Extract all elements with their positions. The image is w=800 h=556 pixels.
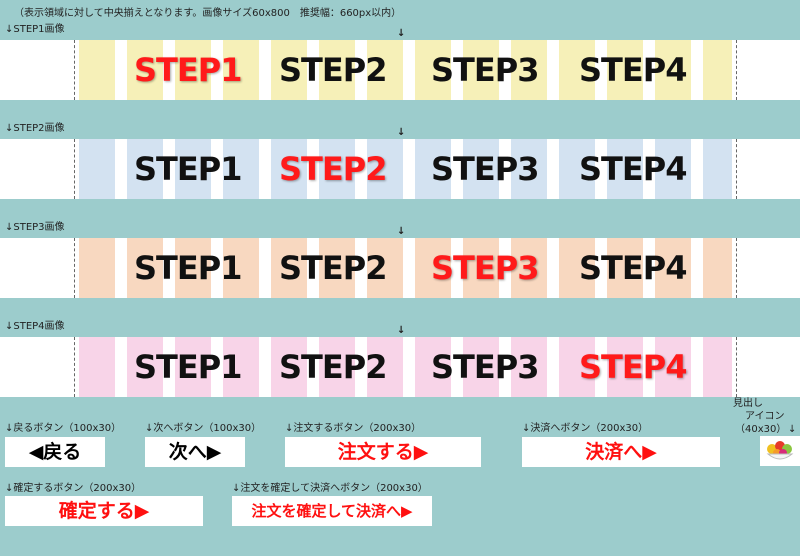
step-image-label: ↓STEP2画像 bbox=[5, 123, 65, 134]
step-image-band: STEP1 STEP2 STEP3 STEP4 bbox=[0, 139, 800, 199]
step-label-3: STEP3 bbox=[431, 51, 539, 89]
confirm-button-note: ↓確定するボタン（200x30） bbox=[5, 483, 142, 494]
step-label-4: STEP4 bbox=[579, 51, 687, 89]
back-button-note: ↓戻るボタン（100x30） bbox=[5, 423, 122, 434]
center-arrow: ↓ bbox=[397, 325, 406, 336]
guide-line bbox=[736, 238, 737, 298]
settle-button[interactable]: 決済へ▶ bbox=[522, 437, 720, 467]
step-label-1: STEP1 bbox=[134, 249, 242, 287]
center-arrow: ↓ bbox=[397, 127, 406, 138]
step-image-label: ↓STEP3画像 bbox=[5, 222, 65, 233]
step-label-1: STEP1 bbox=[134, 348, 242, 386]
heading-icon-note-1: 見出し bbox=[733, 398, 763, 409]
step-label-3: STEP3 bbox=[431, 348, 539, 386]
heading-icon bbox=[760, 436, 800, 466]
confirm-button[interactable]: 確定する▶ bbox=[5, 496, 203, 526]
step-label-2: STEP2 bbox=[279, 51, 387, 89]
step-image-band: STEP1 STEP2 STEP3 STEP4 bbox=[0, 238, 800, 298]
step-label-1: STEP1 bbox=[134, 51, 242, 89]
settle-button-note: ↓決済へボタン（200x30） bbox=[522, 423, 649, 434]
guide-line bbox=[74, 40, 75, 100]
heading-icon-arrow: ↓ bbox=[788, 424, 797, 435]
guide-line bbox=[736, 337, 737, 397]
step-label-3: STEP3 bbox=[431, 150, 539, 188]
next-button-note: ↓次へボタン（100x30） bbox=[145, 423, 262, 434]
step-label-2: STEP2 bbox=[279, 249, 387, 287]
step-label-1: STEP1 bbox=[134, 150, 242, 188]
step-label-3: STEP3 bbox=[431, 249, 539, 287]
guide-line bbox=[74, 337, 75, 397]
guide-line bbox=[74, 139, 75, 199]
heading-icon-note-3: （40x30） bbox=[735, 424, 787, 435]
confirm-settle-button[interactable]: 注文を確定して決済へ▶ bbox=[232, 496, 432, 526]
step-image-strip: STEP1 STEP2 STEP3 STEP4 bbox=[79, 40, 732, 100]
step-image-strip: STEP1 STEP2 STEP3 STEP4 bbox=[79, 337, 732, 397]
order-button-note: ↓注文するボタン（200x30） bbox=[285, 423, 422, 434]
guide-line bbox=[736, 40, 737, 100]
fruit-bowl-icon bbox=[766, 441, 794, 460]
guide-line bbox=[736, 139, 737, 199]
step-image-label: ↓STEP1画像 bbox=[5, 24, 65, 35]
next-button[interactable]: 次へ▶ bbox=[145, 437, 245, 467]
step-label-2: STEP2 bbox=[279, 348, 387, 386]
step-label-4: STEP4 bbox=[579, 348, 687, 386]
step-image-band: STEP1 STEP2 STEP3 STEP4 bbox=[0, 337, 800, 397]
heading-icon-note-2: アイコン bbox=[745, 411, 785, 422]
center-arrow: ↓ bbox=[397, 226, 406, 237]
step-image-band: STEP1 STEP2 STEP3 STEP4 bbox=[0, 40, 800, 100]
center-arrow: ↓ bbox=[397, 28, 406, 39]
step-image-strip: STEP1 STEP2 STEP3 STEP4 bbox=[79, 139, 732, 199]
step-label-2: STEP2 bbox=[279, 150, 387, 188]
top-note: （表示領域に対して中央揃えとなります。画像サイズ60x800 推奨幅：660px… bbox=[14, 8, 402, 19]
back-button[interactable]: ◀戻る bbox=[5, 437, 105, 467]
step-image-label: ↓STEP4画像 bbox=[5, 321, 65, 332]
step-label-4: STEP4 bbox=[579, 249, 687, 287]
guide-line bbox=[74, 238, 75, 298]
step-label-4: STEP4 bbox=[579, 150, 687, 188]
confirm-settle-button-note: ↓注文を確定して決済へボタン（200x30） bbox=[232, 483, 428, 494]
step-image-strip: STEP1 STEP2 STEP3 STEP4 bbox=[79, 238, 732, 298]
order-button[interactable]: 注文する▶ bbox=[285, 437, 481, 467]
